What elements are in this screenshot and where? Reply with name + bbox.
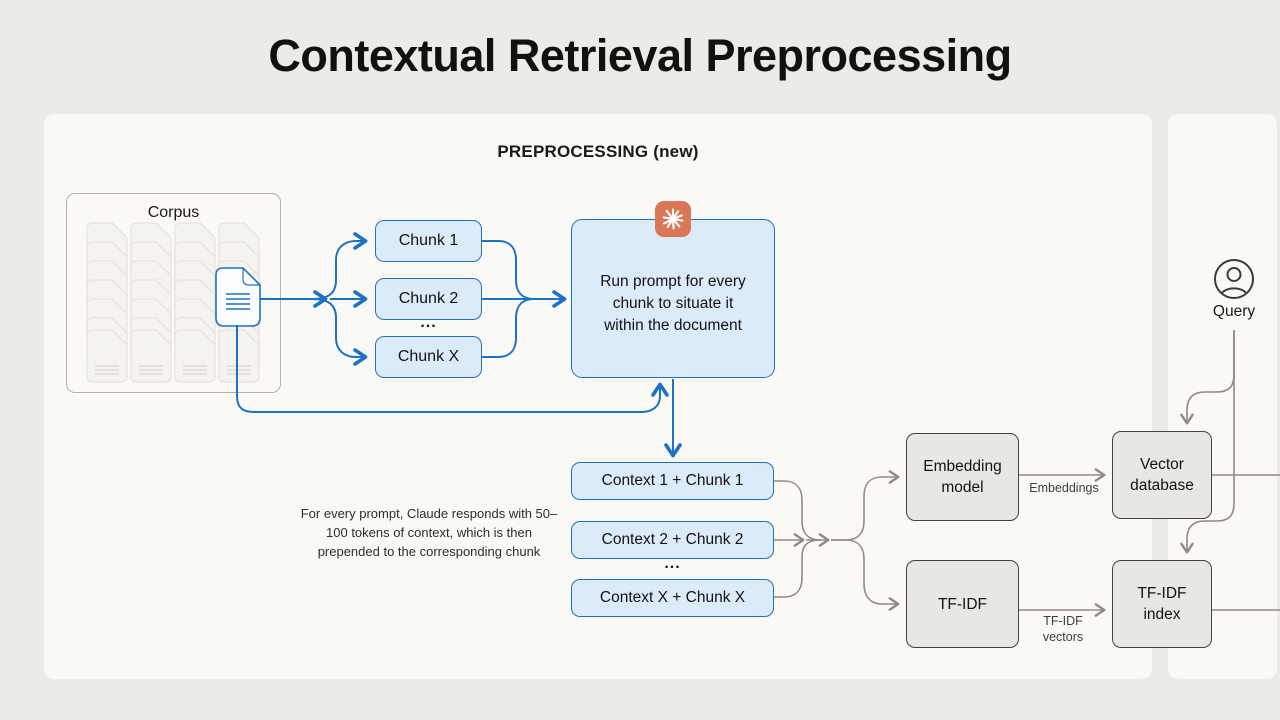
corpus-box: Corpus	[66, 193, 281, 393]
query-label: Query	[1212, 303, 1256, 320]
chunk-1-box: Chunk 1	[375, 220, 482, 262]
corpus-documents-illustration	[86, 222, 260, 383]
context-2-box: Context 2 + Chunk 2	[571, 521, 774, 559]
chunk-2-box: Chunk 2	[375, 278, 482, 320]
corpus-label: Corpus	[147, 204, 200, 221]
chunk-x-box: Chunk X	[375, 336, 482, 378]
embeddings-edge-label: Embeddings	[1029, 481, 1099, 495]
claude-icon	[655, 201, 691, 237]
context-x-box: Context X + Chunk X	[571, 579, 774, 617]
tfidf-index-box: TF-IDF index	[1112, 560, 1212, 648]
tfidf-box: TF-IDF	[906, 560, 1019, 648]
vector-database-box: Vector database	[1112, 431, 1212, 519]
context-ellipsis: ...	[664, 555, 681, 572]
embedding-model-box: Embedding model	[906, 433, 1019, 521]
claude-context-caption: For every prompt, Claude responds with 5…	[300, 506, 558, 559]
run-prompt-box: Run prompt for every chunk to situate it…	[571, 219, 775, 378]
preprocessing-header: PREPROCESSING (new)	[497, 142, 699, 161]
context-1-box: Context 1 + Chunk 1	[571, 462, 774, 500]
query-user-icon	[1214, 259, 1254, 299]
page-title: Contextual Retrieval Preprocessing	[268, 30, 1012, 81]
tfidf-vectors-edge-label: TF-IDF vectors	[1042, 614, 1084, 644]
